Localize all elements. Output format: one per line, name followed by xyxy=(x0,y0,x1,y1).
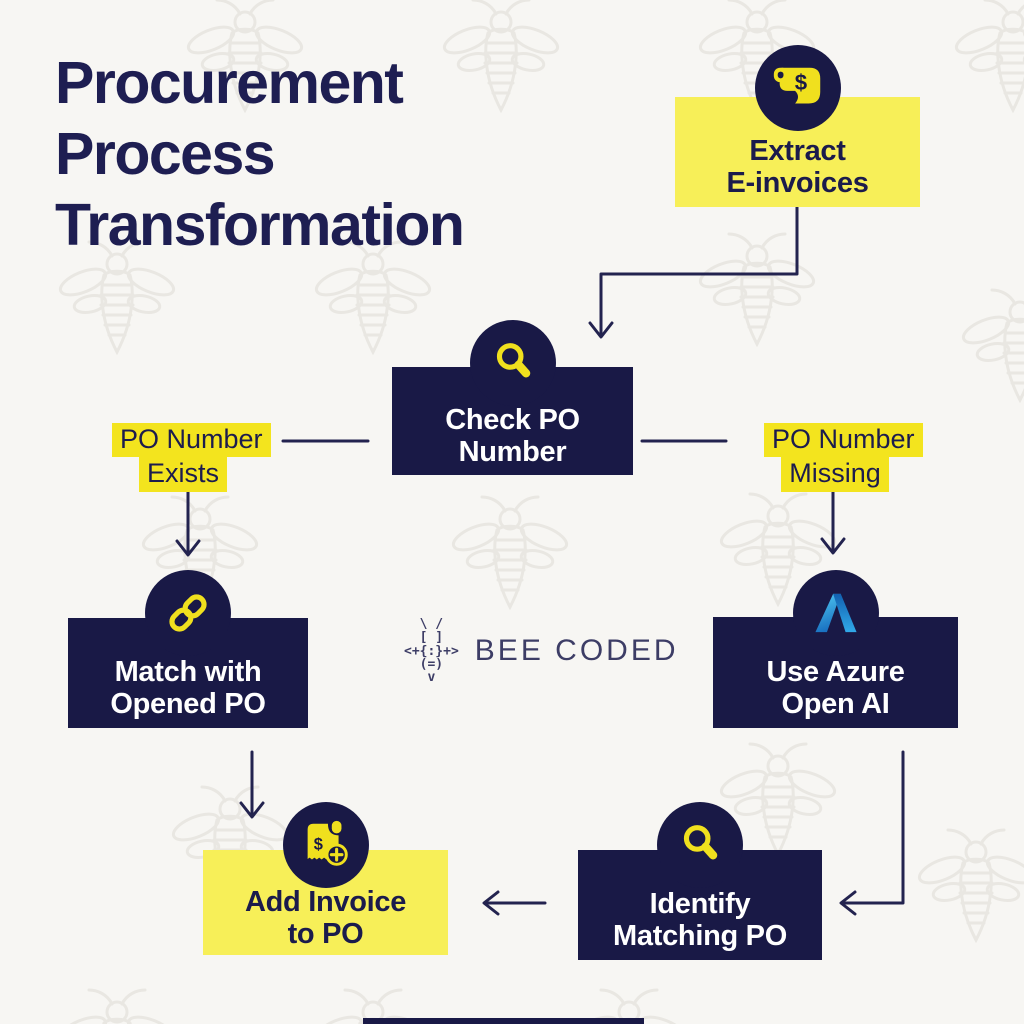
invoice-dollar-icon: $ xyxy=(754,45,841,131)
node-check-box: Check PO Number xyxy=(392,367,633,475)
bee-ascii-icon: \ / [ ] <+{:}+> (=) v xyxy=(404,617,459,685)
node-match-with-opened-po: Match with Opened PO xyxy=(68,570,308,728)
branch-label-po-exists: PO Number Exists xyxy=(112,423,271,492)
page-title: Procurement Process Transformation xyxy=(55,50,465,258)
branch-label-po-missing: PO Number Missing xyxy=(764,423,923,492)
link-icon xyxy=(145,570,231,656)
node-identify-box: Identify Matching PO xyxy=(578,850,822,960)
invoice-add-icon: $ xyxy=(282,802,369,888)
node-label-line: Opened PO xyxy=(110,688,266,720)
node-label-line: Add Invoice xyxy=(244,885,407,918)
branch-label-line: PO Number xyxy=(112,423,271,458)
svg-text:$: $ xyxy=(313,835,322,853)
node-label-line: Open AI xyxy=(781,687,890,720)
node-label-line: Identify xyxy=(649,888,751,921)
search-icon xyxy=(657,802,743,888)
node-label-line: to PO xyxy=(287,917,364,950)
svg-text:$: $ xyxy=(794,70,807,95)
brand-name: BEE CODED xyxy=(474,634,679,668)
node-use-azure-open-ai: Use Azure Open AI xyxy=(713,570,958,728)
node-label-line: Check PO xyxy=(445,404,580,437)
arrow-extract-to-check xyxy=(599,205,799,338)
node-add-box: Add Invoice to PO xyxy=(203,850,448,955)
branch-label-line: Missing xyxy=(781,457,889,492)
branch-label-line: PO Number xyxy=(764,423,923,458)
node-label-line: Use Azure xyxy=(766,655,905,688)
footer-bar xyxy=(363,1018,644,1024)
node-label-line: Extract xyxy=(749,135,846,168)
branch-label-line: Exists xyxy=(138,457,227,492)
search-icon xyxy=(469,320,556,406)
node-add-invoice-to-po: Add Invoice to PO $ xyxy=(203,802,448,955)
node-check-po-number: Check PO Number xyxy=(392,320,633,475)
node-label-line: Matching PO xyxy=(613,920,787,952)
azure-icon xyxy=(792,570,879,656)
node-label-line: Number xyxy=(458,436,567,468)
node-identify-matching-po: Identify Matching PO xyxy=(578,802,822,960)
node-extract-e-invoices: Extract E-invoices $ xyxy=(675,45,920,207)
node-label-line: E-invoices xyxy=(726,167,869,199)
arrow-azure-to-identify xyxy=(840,750,905,905)
bee-coded-logo: \ / [ ] <+{:}+> (=) v BEE CODED xyxy=(404,617,679,685)
node-label-line: Match with xyxy=(114,656,262,689)
